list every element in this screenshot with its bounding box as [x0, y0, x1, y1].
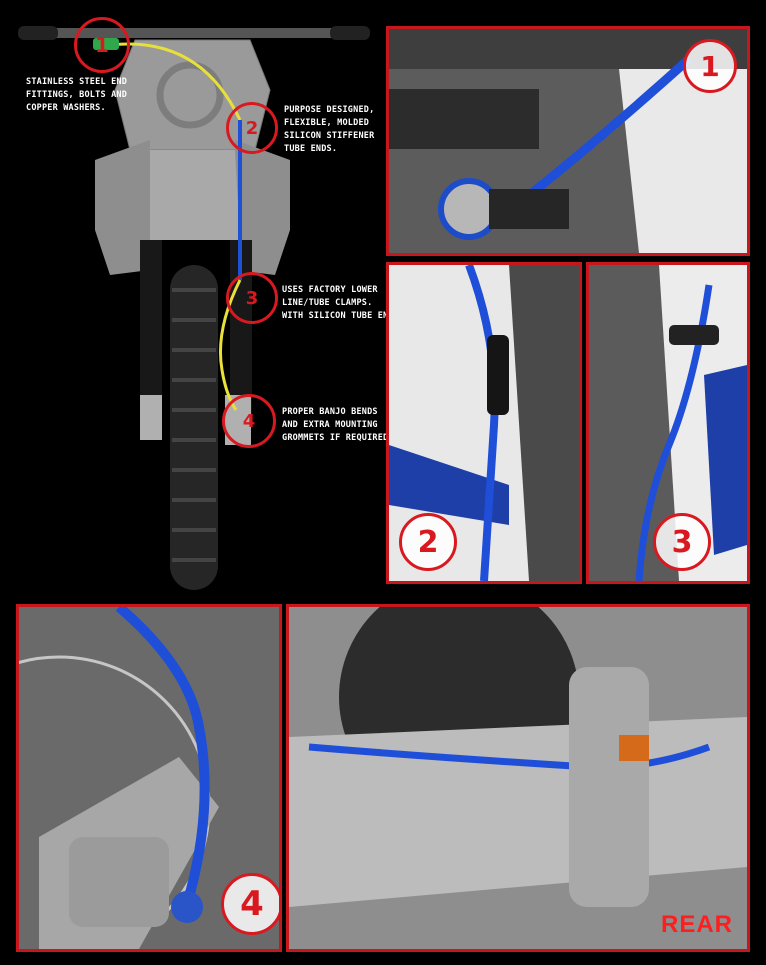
photo-2-image — [389, 265, 579, 581]
callout-3-marker: 3 — [226, 272, 278, 324]
detail-photo-2: 2 — [386, 262, 582, 584]
bike-front-illustration — [18, 26, 370, 590]
rear-label: REAR — [660, 911, 733, 938]
callout-3-text: USES FACTORY LOWER LINE/TUBE CLAMPS. WIT… — [282, 285, 393, 321]
detail-photo-3: 3 — [586, 262, 750, 584]
callout-4-text: PROPER BANJO BENDS AND EXTRA MOUNTING GR… — [282, 407, 394, 443]
photo-4-badge: 4 — [221, 873, 279, 935]
callout-2-marker: 2 — [226, 102, 278, 154]
callout-2-text: PURPOSE DESIGNED, FLEXIBLE, MOLDED SILIC… — [284, 105, 375, 154]
photo-3-badge: 3 — [653, 513, 711, 571]
detail-photo-1: 1 — [386, 26, 750, 256]
photo-2-badge: 2 — [399, 513, 457, 571]
callout-1-marker: 1 — [74, 17, 130, 73]
bike-overview: 1 STAINLESS STEEL END FITTINGS, BOLTS AN… — [0, 0, 393, 600]
detail-photo-4: 4 — [16, 604, 282, 952]
rear-photo-image — [289, 607, 747, 949]
callout-1-text: STAINLESS STEEL END FITTINGS, BOLTS AND … — [26, 77, 128, 113]
photo-3-image — [589, 265, 747, 581]
rear-detail-photo: REAR — [286, 604, 750, 952]
photo-1-badge: 1 — [683, 39, 737, 93]
callout-4-marker: 4 — [222, 394, 276, 448]
